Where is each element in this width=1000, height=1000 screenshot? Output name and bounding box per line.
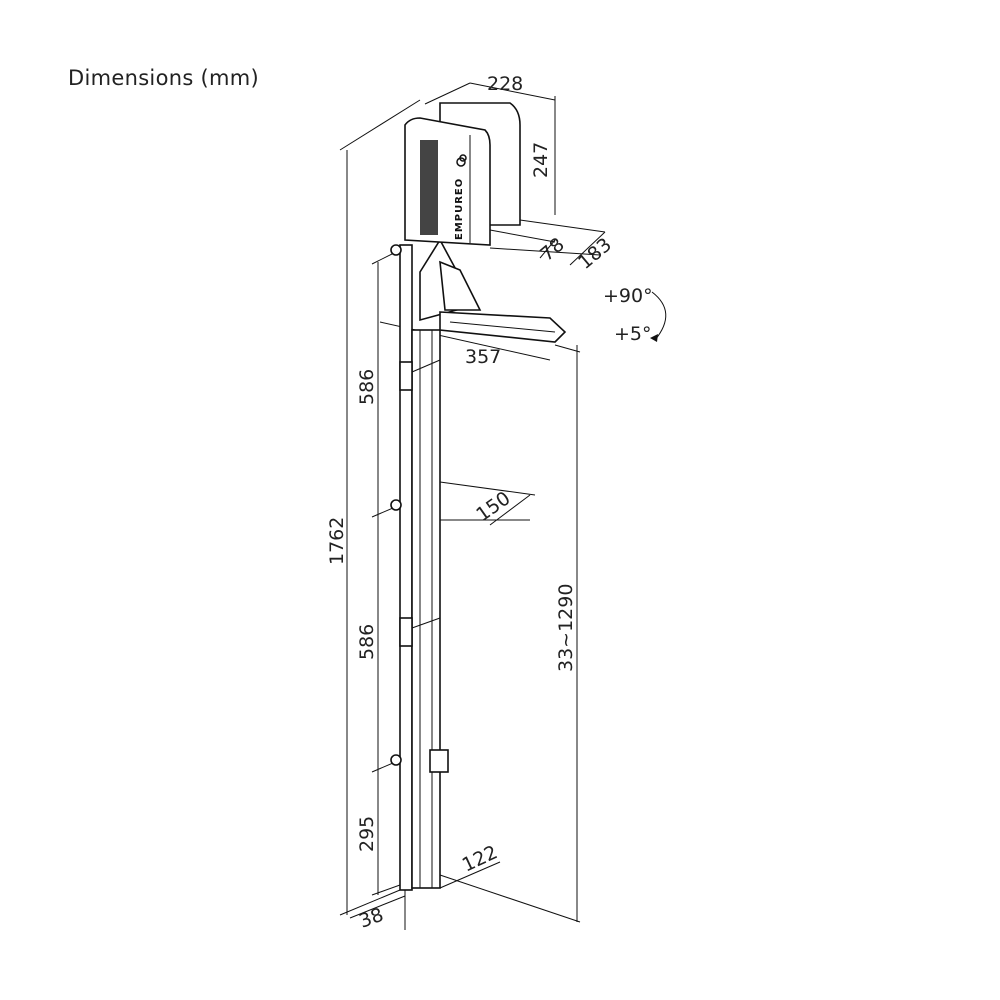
dim-spacing-middle: 586 xyxy=(356,624,378,660)
top-housing: EMPUREO xyxy=(404,102,521,246)
support-arm xyxy=(419,238,567,343)
dimension-lines xyxy=(339,82,606,930)
height-lock-clip xyxy=(429,749,449,773)
dim-depth-inner: 78 xyxy=(536,233,569,265)
dim-rotation-down: +5° xyxy=(614,323,652,345)
page-title: Dimensions (mm) xyxy=(68,66,260,90)
dim-height-top: 247 xyxy=(530,142,552,178)
dim-arm-length: 357 xyxy=(465,346,501,368)
brand-logo: EMPUREO xyxy=(454,178,465,240)
wall-column xyxy=(390,244,449,891)
rotation-arrow-icon xyxy=(651,291,667,341)
dim-height-range: 33~1290 xyxy=(555,584,577,672)
vent-grille xyxy=(420,140,438,235)
dim-rotation-up: +90° xyxy=(603,285,653,307)
dim-wall-gap: 38 xyxy=(356,904,386,933)
dim-spacing-bottom: 295 xyxy=(356,816,378,852)
dim-width-top: 228 xyxy=(487,73,523,95)
dim-total-height: 1762 xyxy=(326,517,348,565)
brand-logo-icon xyxy=(456,157,466,167)
dim-depth-outer: 183 xyxy=(574,234,616,274)
dim-spacing-upper: 586 xyxy=(356,369,378,405)
